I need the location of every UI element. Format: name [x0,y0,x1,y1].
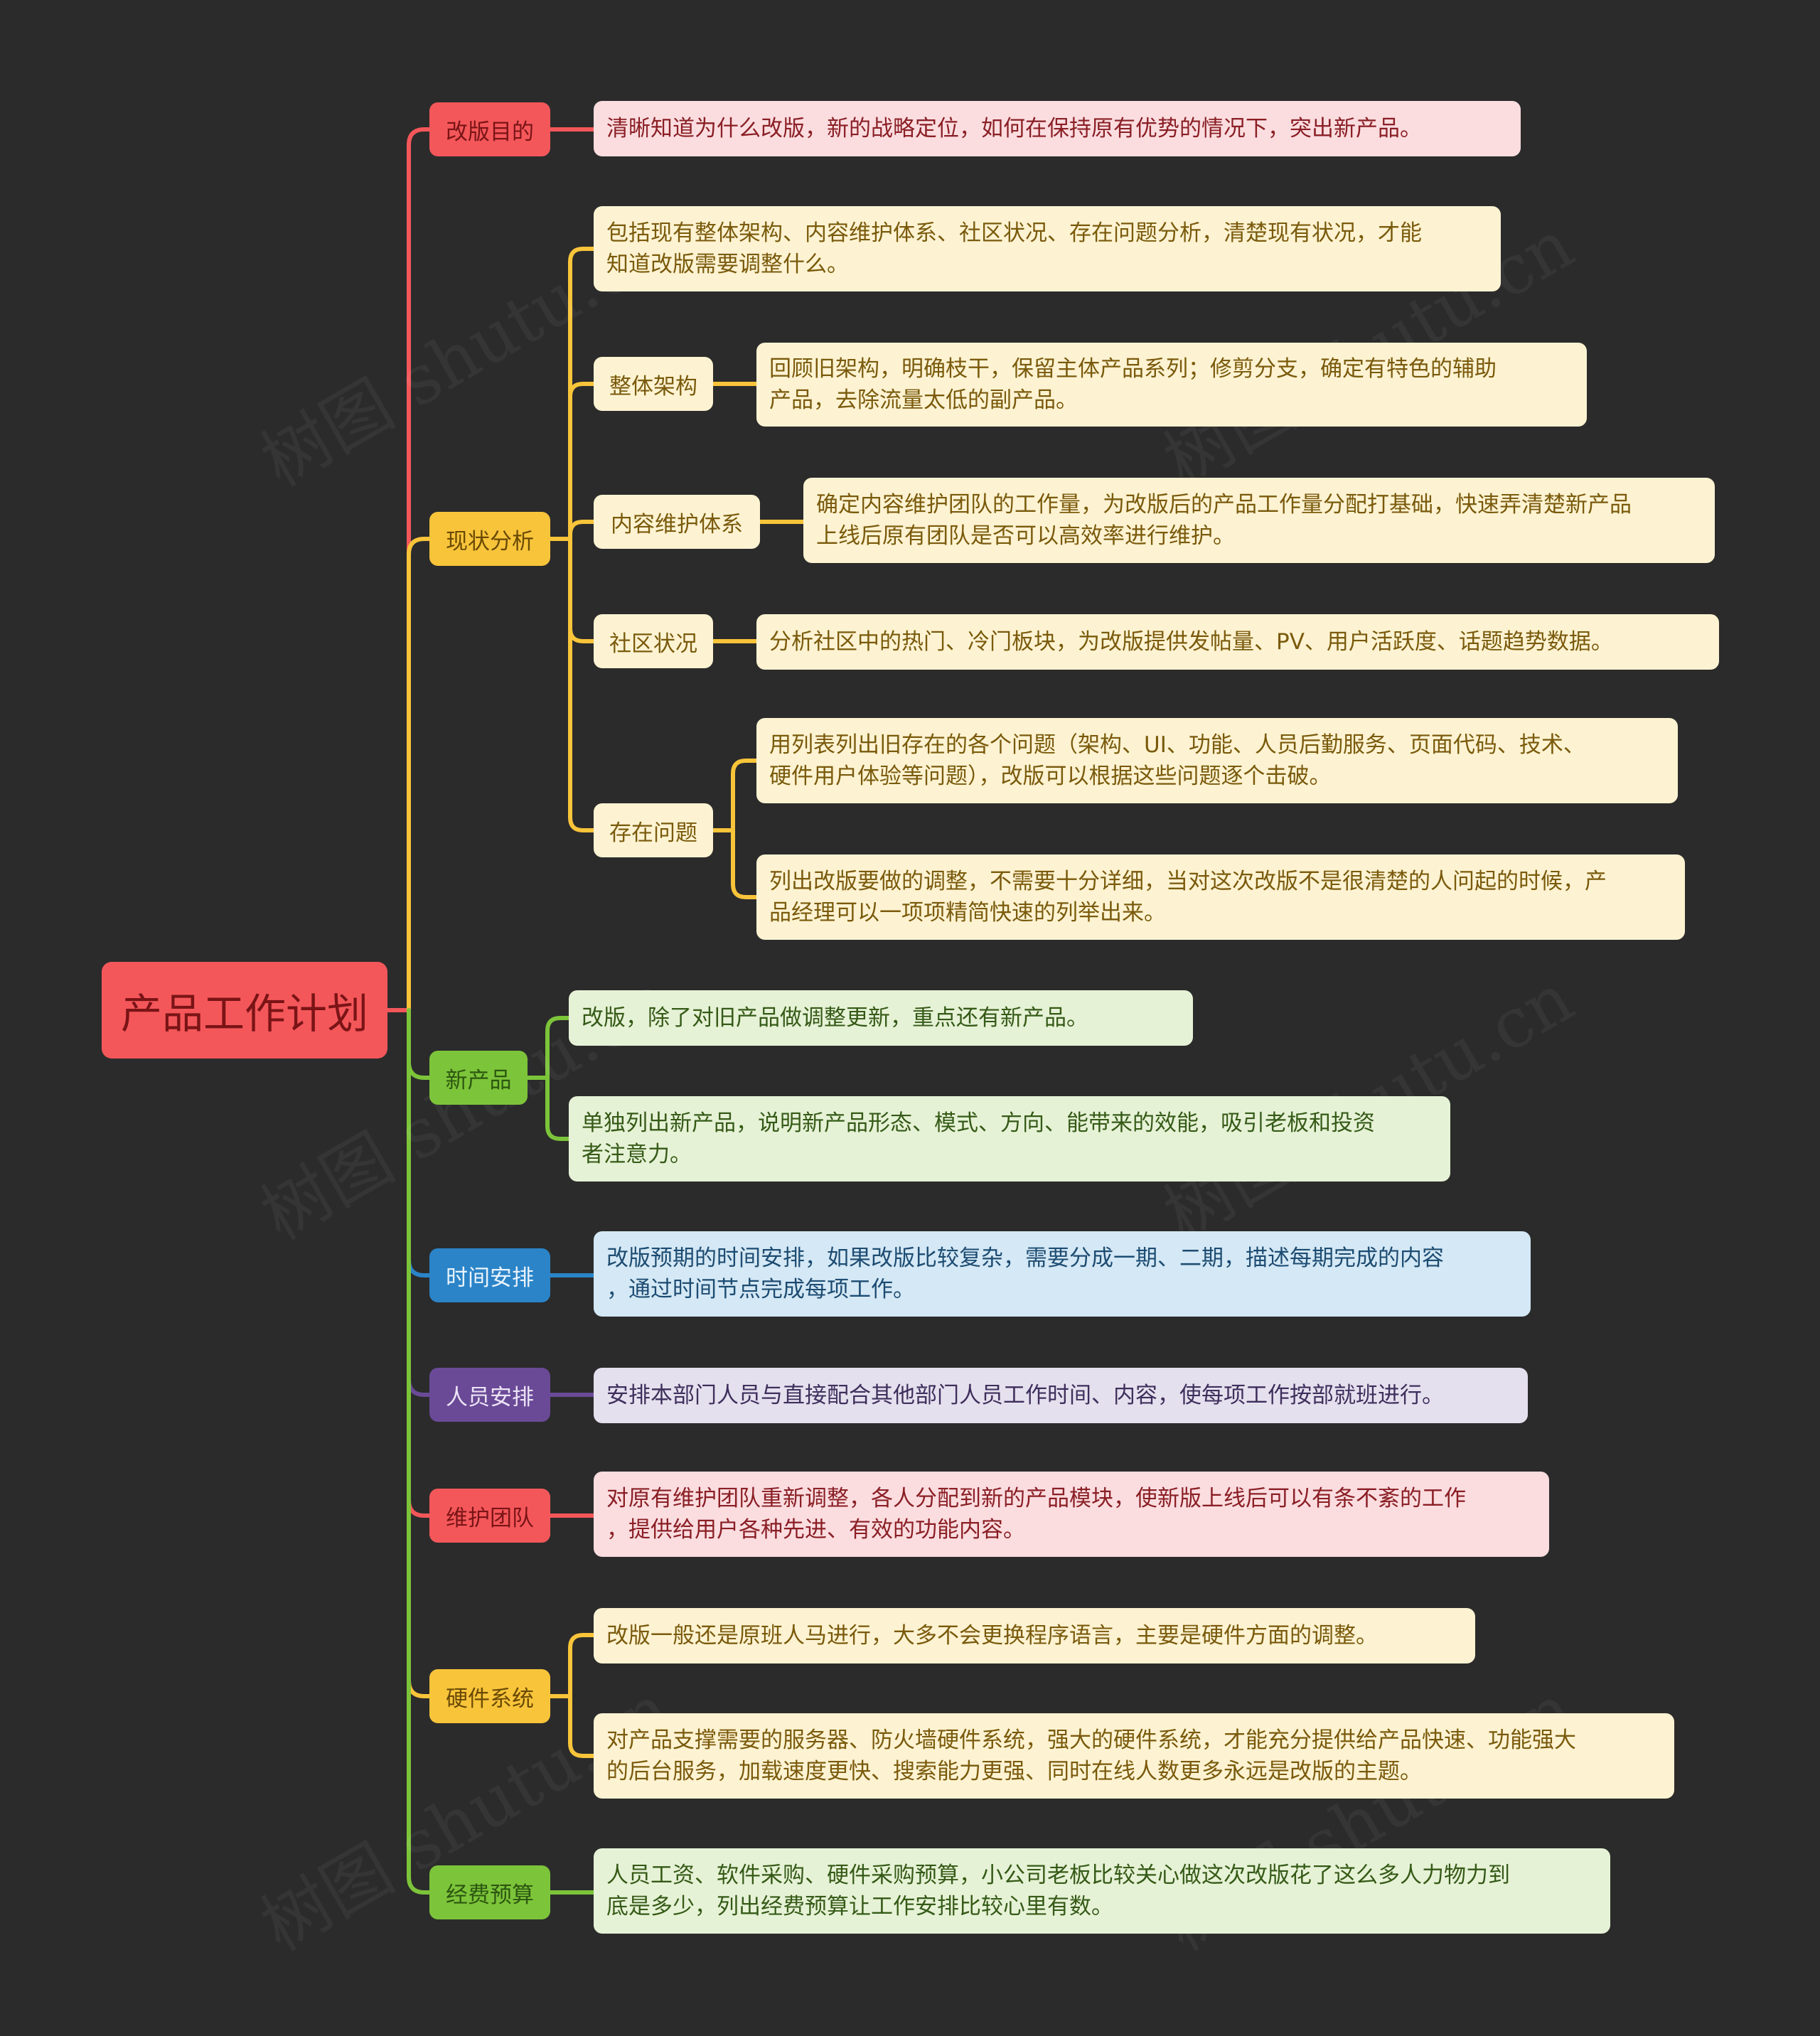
branch-hardware[interactable]: 硬件系统 [429,1669,550,1723]
leaf-text: ，提供给用户各种先进、有效的功能内容。 [606,1517,1025,1543]
leaf-architecture[interactable]: 回顾旧架构，明确枝干，保留主体产品系列；修剪分支，确定有特色的辅助 产品，去除流… [756,343,1587,427]
sub-connector [568,247,596,541]
leaf-text: 改版预期的时间安排，如果改版比较复杂，需要分成一期、二期，描述每期完成的内容 [606,1245,1444,1271]
sub-connector [545,1016,571,1080]
sub-connector [545,1076,571,1141]
sub-connector [731,759,759,832]
leaf-text: 清晰知道为什么改版，新的战略定位，如何在保持原有优势的情况下，突出新产品。 [606,116,1422,141]
leaf-status-overview[interactable]: 包括现有整体架构、内容维护体系、社区状况、存在问题分析，清楚现有状况，才能 知道… [594,206,1501,291]
sub-content-maintenance[interactable]: 内容维护体系 [594,495,760,549]
leaf-text: 用列表列出旧存在的各个问题（架构、UI、功能、人员后勤服务、页面代码、技术、 [769,732,1585,758]
leaf-schedule[interactable]: 改版预期的时间安排，如果改版比较复杂，需要分成一期、二期，描述每期完成的内容 ，… [594,1231,1531,1317]
leaf-hardware-team[interactable]: 改版一般还是原班人马进行，大多不会更换程序语言，主要是硬件方面的调整。 [594,1608,1475,1663]
sub-connector [568,1694,596,1758]
leaf-maintenance-team[interactable]: 对原有维护团队重新调整，各人分配到新的产品模块，使新版上线后可以有条不紊的工作 … [594,1472,1549,1557]
leaf-text: 者注意力。 [582,1142,692,1167]
leaf-text: 上线后原有团队是否可以高效率进行维护。 [816,523,1235,549]
sub-connector [568,520,596,541]
leaf-text: 的后台服务，加载速度更快、搜索能力更强、同时在线人数更多永远是改版的主题。 [606,1759,1422,1784]
leaf-text: 单独列出新产品，说明新产品形态、模式、方向、能带来的效能，吸引老板和投资 [582,1110,1375,1136]
branch-connector [407,127,432,1012]
leaf-budget[interactable]: 人员工资、软件采购、硬件采购预算，小公司老板比较关心做这次改版花了这么多人力物力… [594,1848,1610,1934]
branch-maintenance-team[interactable]: 维护团队 [429,1489,550,1543]
leaf-staffing[interactable]: 安排本部门人员与直接配合其他部门人员工作时间、内容，使每项工作按部就班进行。 [594,1368,1528,1423]
branch-connector [407,1008,432,1895]
sub-connector [568,537,596,643]
leaf-new-product-focus[interactable]: 改版，除了对旧产品做调整更新，重点还有新产品。 [569,990,1193,1046]
branch-schedule[interactable]: 时间安排 [429,1248,550,1302]
branch-staffing[interactable]: 人员安排 [429,1368,550,1422]
leaf-text: 安排本部门人员与直接配合其他部门人员工作时间、内容，使每项工作按部就班进行。 [606,1383,1444,1408]
sub-community[interactable]: 社区状况 [594,614,713,668]
sub-connector [731,828,759,899]
leaf-content-maintenance[interactable]: 确定内容维护团队的工作量，为改版后的产品工作量分配打基础，快速弄清楚新产品 上线… [803,478,1715,563]
sub-connector [568,1633,596,1698]
sub-connector [568,382,596,541]
branch-purpose[interactable]: 改版目的 [429,102,550,156]
leaf-text: 改版一般还是原班人马进行，大多不会更换程序语言，主要是硬件方面的调整。 [606,1623,1378,1649]
leaf-text: 硬件用户体验等问题），改版可以根据这些问题逐个击破。 [769,764,1332,789]
leaf-community[interactable]: 分析社区中的热门、冷门板块，为改版提供发帖量、PV、用户活跃度、话题趋势数据。 [756,614,1719,670]
leaf-text: 改版，除了对旧产品做调整更新，重点还有新产品。 [582,1005,1088,1031]
leaf-text: 确定内容维护团队的工作量，为改版后的产品工作量分配打基础，快速弄清楚新产品 [816,492,1632,518]
leaf-text: ，通过时间节点完成每项工作。 [606,1277,915,1302]
leaf-text: 包括现有整体架构、内容维护体系、社区状况、存在问题分析，清楚现有状况，才能 [606,220,1422,246]
root-topic[interactable]: 产品工作计划 [102,962,387,1059]
leaf-text: 底是多少，列出经费预算让工作安排比较心里有数。 [606,1894,1113,1919]
leaf-text: 对原有维护团队重新调整，各人分配到新的产品模块，使新版上线后可以有条不紊的工作 [606,1486,1466,1511]
leaf-purpose[interactable]: 清晰知道为什么改版，新的战略定位，如何在保持原有优势的情况下，突出新产品。 [594,101,1521,156]
branch-new-product[interactable]: 新产品 [429,1051,528,1105]
leaf-problem-adjustments[interactable]: 列出改版要做的调整，不需要十分详细，当对这次改版不是很清楚的人问起的时候，产 品… [756,854,1685,940]
leaf-text: 回顾旧架构，明确枝干，保留主体产品系列；修剪分支，确定有特色的辅助 [769,356,1497,382]
leaf-text: 分析社区中的热门、冷门板块，为改版提供发帖量、PV、用户活跃度、话题趋势数据。 [769,629,1613,655]
leaf-text: 对产品支撑需要的服务器、防火墙硬件系统，强大的硬件系统，才能充分提供给产品快速、… [606,1727,1576,1753]
leaf-text: 知道改版需要调整什么。 [606,252,849,277]
leaf-text: 产品，去除流量太低的副产品。 [769,387,1078,413]
branch-status-analysis[interactable]: 现状分析 [429,512,550,566]
leaf-text: 品经理可以一项项精简快速的列举出来。 [769,900,1166,926]
branch-connector [407,537,432,1012]
sub-existing-problems[interactable]: 存在问题 [594,803,713,857]
leaf-problem-list[interactable]: 用列表列出旧存在的各个问题（架构、UI、功能、人员后勤服务、页面代码、技术、 硬… [756,718,1678,803]
sub-architecture[interactable]: 整体架构 [594,357,713,411]
leaf-hardware-systems[interactable]: 对产品支撑需要的服务器、防火墙硬件系统，强大的硬件系统，才能充分提供给产品快速、… [594,1713,1674,1799]
leaf-text: 列出改版要做的调整，不需要十分详细，当对这次改版不是很清楚的人问起的时候，产 [769,869,1607,894]
sub-connector [568,537,596,832]
leaf-text: 人员工资、软件采购、硬件采购预算，小公司老板比较关心做这次改版花了这么多人力物力… [606,1863,1510,1888]
leaf-new-product-detail[interactable]: 单独列出新产品，说明新产品形态、模式、方向、能带来的效能，吸引老板和投资 者注意… [569,1096,1450,1182]
branch-budget[interactable]: 经费预算 [429,1865,550,1919]
